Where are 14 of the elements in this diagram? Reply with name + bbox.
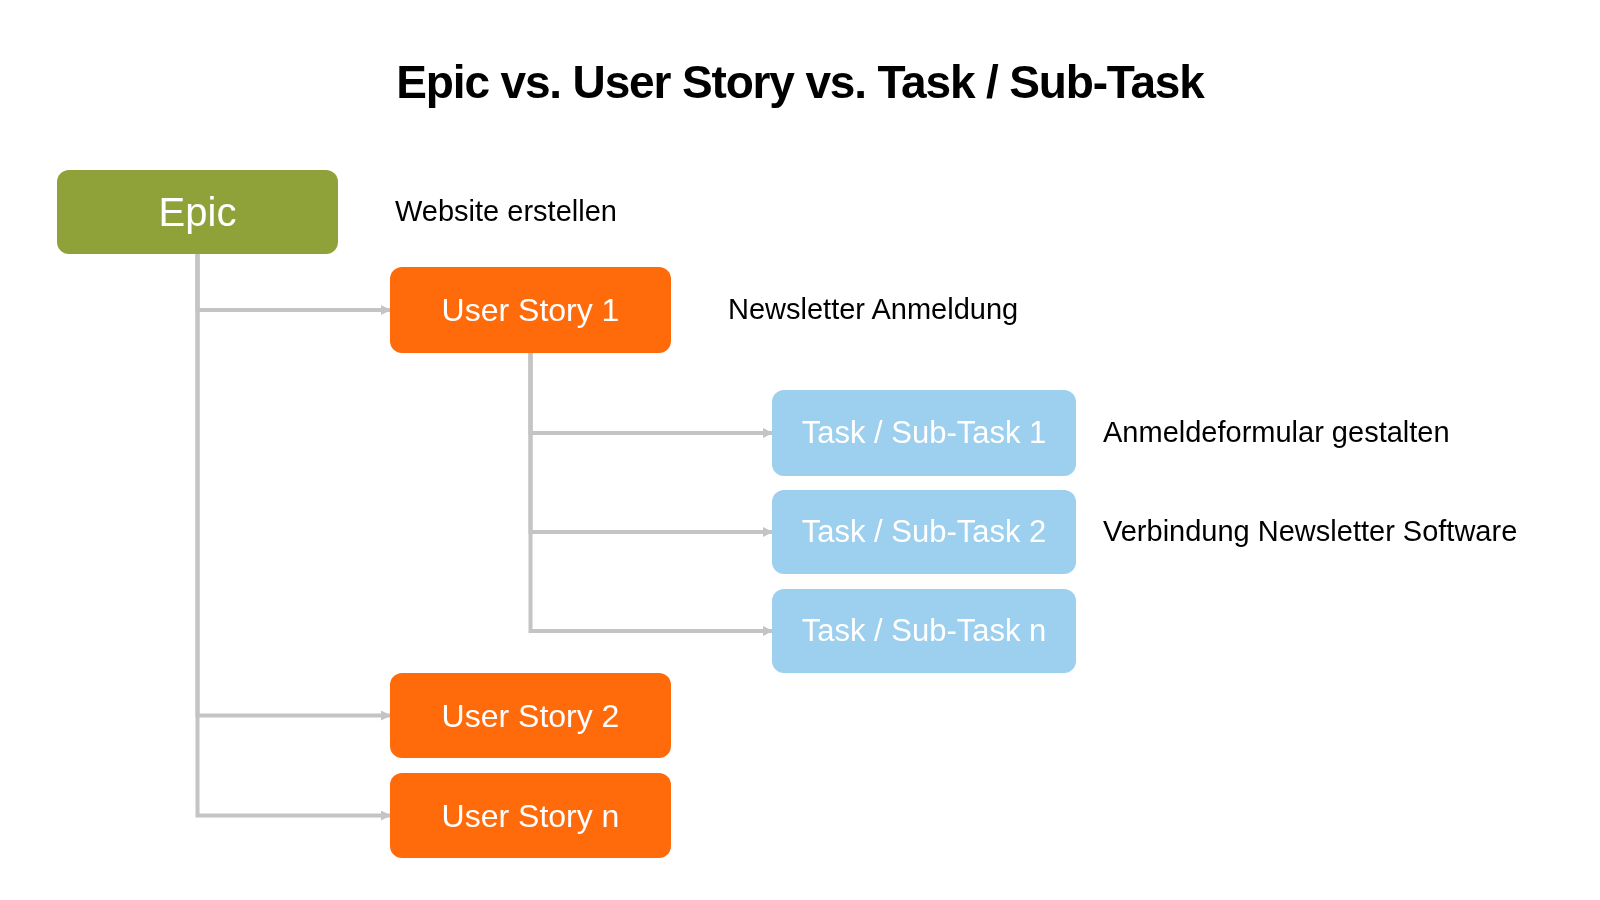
process-box: User Story n [390,773,671,858]
process-box: Task / Sub-Task 2 [772,490,1076,574]
diagram-title: Epic vs. User Story vs. Task / Sub-Task [396,55,1204,110]
arrow [195,254,391,821]
process-box: Task / Sub-Task n [772,589,1076,673]
process-box: User Story 1 [390,267,671,353]
description-text: Anmeldeformular gestalten [1103,415,1450,451]
description-text: Website erstellen [395,194,617,230]
process-box: Epic [57,170,338,254]
description-text: Verbindung Newsletter Software [1103,514,1518,550]
description-text: Newsletter Anmeldung [728,292,1019,328]
arrow [528,353,773,636]
process-box: User Story 2 [390,673,671,758]
process-box: Task / Sub-Task 1 [772,390,1076,476]
